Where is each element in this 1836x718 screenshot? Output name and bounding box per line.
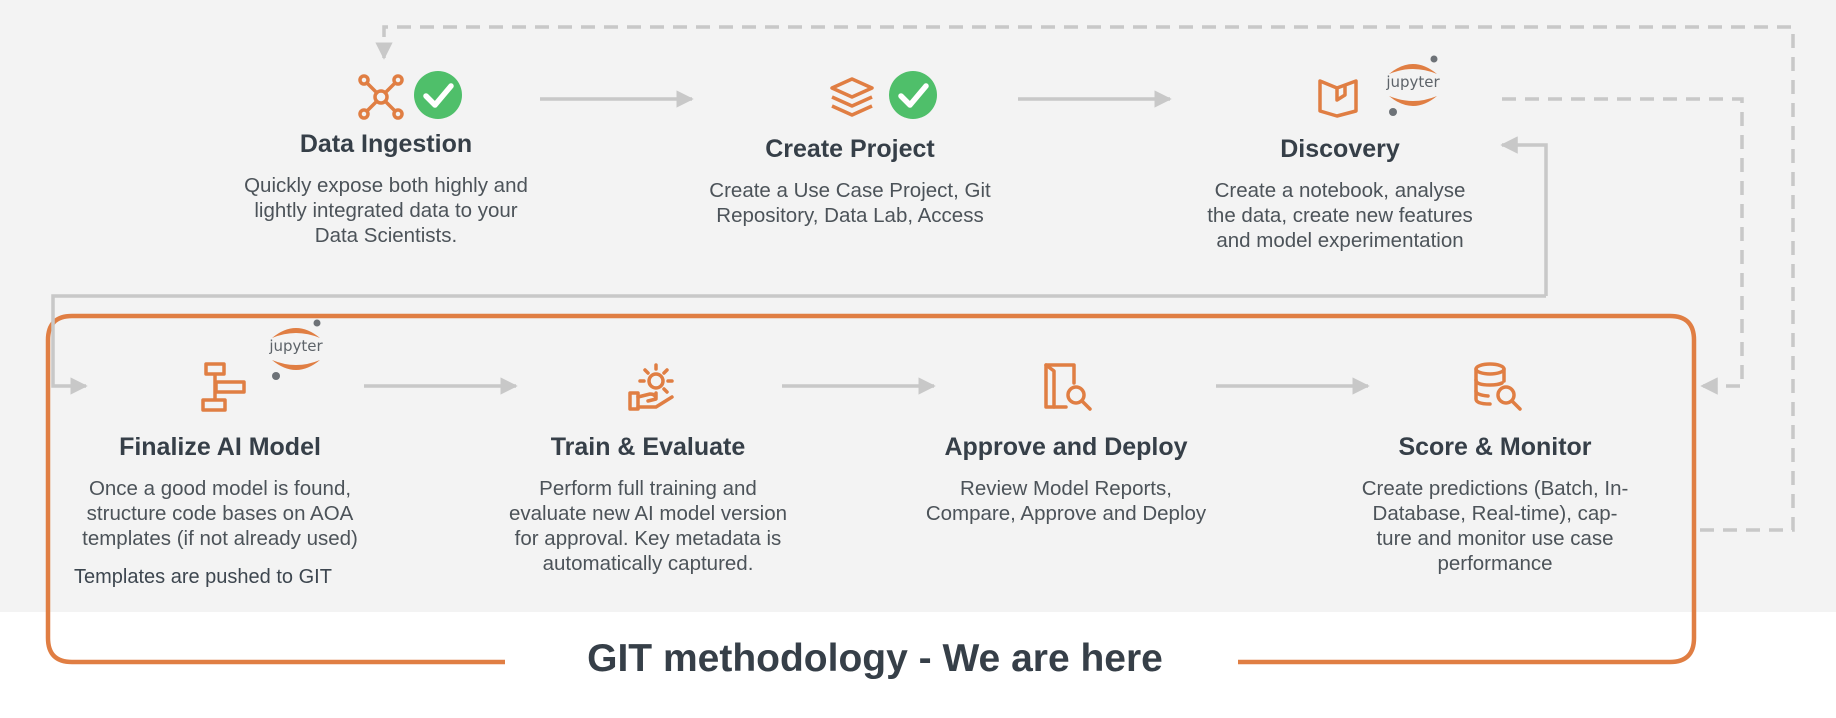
step-title: Discovery — [1280, 135, 1400, 163]
step-note: Templates are pushed to GIT — [74, 566, 332, 588]
arrow-discovery-to-finalize — [1500, 136, 1548, 296]
step-description: Create a Use Case Project, Git Repositor… — [709, 179, 991, 227]
step-train-evaluate: Train & Evaluate Perform full training a… — [478, 433, 818, 576]
step-description: Create predictions (Batch, In- Database,… — [1361, 477, 1629, 575]
step-score-monitor: Score & Monitor Create predictions (Batc… — [1325, 433, 1665, 576]
step-create-project: Create Project Create a Use Case Project… — [680, 135, 1020, 228]
step-description: Review Model Reports, Compare, Approve a… — [925, 477, 1207, 525]
highlight-frame — [45, 313, 1697, 665]
stacked-layers-icon — [830, 77, 874, 117]
step-title: Train & Evaluate — [550, 433, 746, 461]
step-data-ingestion: Data Ingestion Quickly expose both highl… — [216, 130, 556, 248]
step-discovery: Discovery Create a notebook, analyse the… — [1170, 135, 1510, 253]
step-title: Finalize AI Model — [119, 433, 321, 461]
step-approve-deploy: Approve and Deploy Review Model Reports,… — [896, 433, 1236, 526]
jupyter-logo: jupyter — [266, 318, 326, 380]
database-search-icon — [1474, 362, 1522, 411]
network-hub-icon — [358, 74, 404, 120]
document-search-icon — [1044, 363, 1092, 411]
check-icon — [889, 71, 937, 119]
step-description: Once a good model is found, structure co… — [82, 477, 358, 550]
step-title: Data Ingestion — [299, 130, 473, 158]
step-description: Perform full training and evaluate new A… — [508, 477, 788, 575]
step-title: Approve and Deploy — [944, 433, 1188, 461]
step-title: Score & Monitor — [1398, 433, 1592, 461]
step-description: Quickly expose both highly and lightly i… — [244, 174, 528, 247]
jupyter-label: jupyter — [1386, 73, 1440, 91]
arrow-discovery-to-finalize-lower — [51, 294, 1546, 395]
structure-blocks-icon — [201, 362, 246, 412]
dashed-loop-discovery-to-score — [1502, 97, 1744, 395]
check-icon — [414, 71, 462, 119]
step-finalize-ai-model: Finalize AI Model Once a good model is f… — [50, 433, 390, 590]
diagram-caption: GIT methodology - We are here — [587, 637, 1163, 680]
jupyter-logo: jupyter — [1383, 54, 1443, 116]
step-description: Create a notebook, analyse the data, cre… — [1207, 179, 1473, 252]
jupyter-label: jupyter — [269, 337, 323, 355]
gear-hand-icon — [628, 363, 674, 411]
step-title: Create Project — [765, 135, 935, 163]
notebook-icon — [1318, 79, 1358, 118]
